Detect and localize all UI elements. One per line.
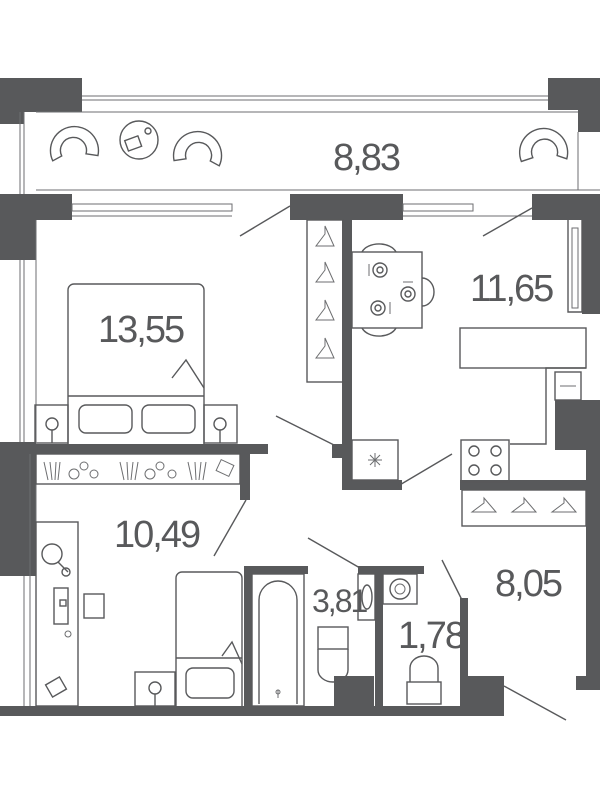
bed-icon bbox=[67, 283, 205, 444]
bathroom-fixtures bbox=[251, 573, 376, 707]
windows bbox=[19, 95, 600, 706]
doors bbox=[213, 205, 567, 721]
balcony-furniture bbox=[49, 120, 569, 167]
counter bbox=[510, 367, 586, 445]
washing-machine-icon bbox=[382, 573, 418, 605]
dining-table-icon bbox=[351, 243, 435, 337]
stove-icon bbox=[460, 439, 510, 483]
armchair-icon bbox=[518, 127, 569, 163]
kitchen-island bbox=[459, 327, 587, 369]
nightstand-icon bbox=[34, 404, 69, 444]
bathroom-area: 3,81 bbox=[312, 583, 367, 619]
area-labels: 8,83 13,55 11,65 10,49 3,81 1,78 8,05 bbox=[98, 137, 564, 657]
sink-icon bbox=[554, 371, 582, 401]
book-icon bbox=[44, 675, 68, 699]
chair-icon bbox=[53, 587, 105, 625]
hanger-icon bbox=[315, 225, 335, 359]
kitchen-furniture bbox=[351, 220, 587, 483]
kitchen-area: 11,65 bbox=[470, 268, 553, 310]
bedroom-furniture bbox=[34, 219, 344, 444]
walls bbox=[0, 78, 600, 716]
hall-furniture bbox=[461, 489, 587, 527]
toilet-room-fixtures bbox=[382, 573, 442, 705]
room-area: 10,49 bbox=[114, 514, 200, 556]
bed-icon bbox=[175, 571, 243, 706]
books-icon bbox=[43, 458, 235, 481]
armchair-icon bbox=[49, 125, 100, 162]
nightstand-icon bbox=[203, 404, 238, 444]
lamp-icon bbox=[41, 543, 71, 577]
hall-wardrobe bbox=[461, 489, 587, 527]
bathtub-icon bbox=[251, 573, 305, 707]
toilet-area: 1,78 bbox=[398, 615, 465, 657]
side-table-icon bbox=[119, 120, 159, 160]
bedroom-area: 13,55 bbox=[98, 309, 184, 351]
toilet-icon bbox=[406, 655, 442, 705]
wardrobe bbox=[306, 219, 344, 383]
cup-icon bbox=[64, 630, 72, 638]
balcony-area: 8,83 bbox=[333, 137, 400, 179]
shelf bbox=[35, 453, 241, 485]
wall-cabinet bbox=[567, 220, 583, 313]
toilet-icon bbox=[317, 626, 349, 683]
desk bbox=[35, 521, 79, 707]
nightstand-icon bbox=[134, 671, 176, 707]
hanger-icon bbox=[470, 496, 578, 513]
armchair-icon bbox=[172, 130, 223, 167]
fridge-icon bbox=[351, 439, 399, 481]
room-furniture bbox=[35, 453, 243, 707]
hall-area: 8,05 bbox=[495, 563, 562, 605]
washbasin-icon bbox=[357, 573, 376, 621]
